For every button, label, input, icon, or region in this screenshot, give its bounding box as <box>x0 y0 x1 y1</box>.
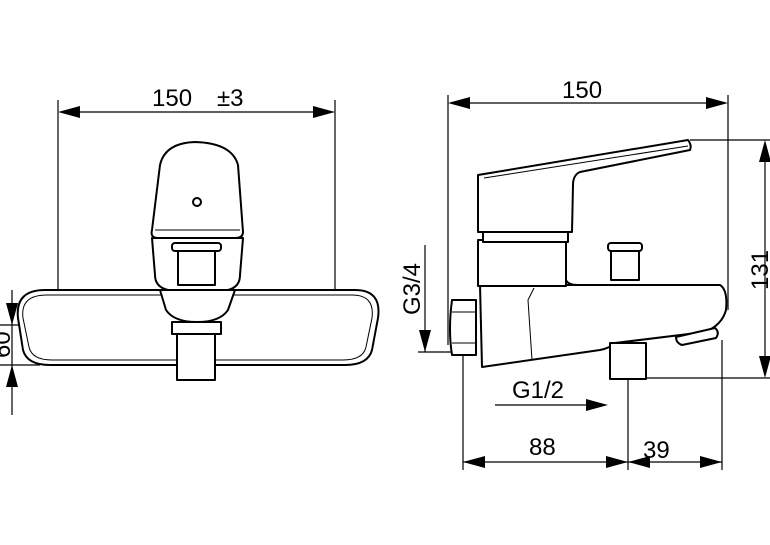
front-view: 60 150 ±3 <box>0 85 380 415</box>
side-view: 150 131 G3/4 G1/2 <box>399 77 770 470</box>
front-height-dimension: 60 <box>0 331 16 358</box>
side-height-dimension: 131 <box>747 250 770 290</box>
front-width-tolerance: ±3 <box>217 85 244 112</box>
side-width-dimension: 150 <box>562 77 602 104</box>
outlet-to-spout-dimension: 39 <box>643 437 670 464</box>
inlet-thread-label: G3/4 <box>399 263 426 315</box>
outlet-thread-label: G1/2 <box>512 377 564 404</box>
front-width-dimension: 150 <box>152 85 192 112</box>
wall-to-outlet-dimension: 88 <box>529 434 556 461</box>
